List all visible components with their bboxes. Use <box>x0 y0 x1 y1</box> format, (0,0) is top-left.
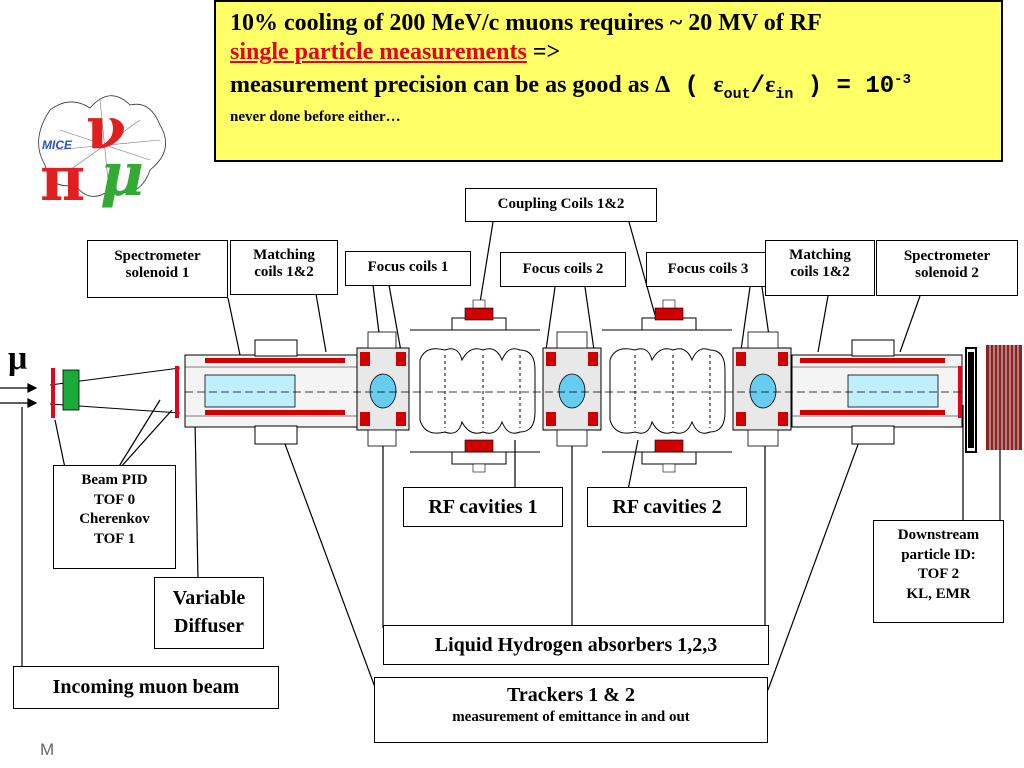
logo-pi-glyph: π <box>40 142 85 215</box>
single-particle-link-text: single particle measurements <box>230 39 527 65</box>
label-incoming-muon-beam: Incoming muon beam <box>13 666 279 709</box>
matching-1-line-1: Matching <box>253 247 315 263</box>
downstream-line-3: TOF 2 <box>917 566 960 582</box>
focus-1-text: Focus coils 1 <box>367 259 449 275</box>
label-focus-coils-1: Focus coils 1 <box>345 251 471 286</box>
epsilon-in-symbol: ε <box>765 72 776 98</box>
label-rf-cavities-1: RF cavities 1 <box>403 487 563 527</box>
coupling-coil-1 <box>451 299 507 473</box>
paren-close-equals: ) = 10 <box>793 73 895 100</box>
exponent: -3 <box>894 72 911 88</box>
footer-fragment: M <box>40 740 55 759</box>
subscript-in: in <box>775 85 794 103</box>
matching-2-line-1: Matching <box>789 247 851 263</box>
headline-line-1: 10% cooling of 200 MeV/c muons requires … <box>230 10 822 36</box>
label-trackers: Trackers 1 & 2 measurement of emittance … <box>374 677 768 743</box>
muon-symbol: μ <box>8 340 28 377</box>
spectrometer-2-line-1: Spectrometer <box>903 248 991 264</box>
spectrometer-solenoid-2 <box>791 339 963 445</box>
label-spectrometer-solenoid-1: Spectrometer solenoid 1 <box>87 240 228 298</box>
focus-coil-module-1 <box>356 331 410 447</box>
rf-cavities-2-text: RF cavities 2 <box>612 496 722 518</box>
label-focus-coils-3: Focus coils 3 <box>646 252 770 287</box>
matching-2-line-2: coils 1&2 <box>790 264 850 281</box>
coupling-coil-2 <box>641 299 697 473</box>
coupling-coils-text: Coupling Coils 1&2 <box>497 196 625 212</box>
tof0-red-bar <box>51 368 55 418</box>
label-liquid-hydrogen-absorbers: Liquid Hydrogen absorbers 1,2,3 <box>383 625 769 665</box>
beam-pid-line-4: TOF 1 <box>93 530 136 547</box>
headline-box: 10% cooling of 200 MeV/c muons requires … <box>214 0 1003 162</box>
label-rf-cavities-2: RF cavities 2 <box>587 487 747 527</box>
beam-pid-line-1: Beam PID <box>81 472 148 488</box>
label-matching-coils-2: Matching coils 1&2 <box>765 240 875 296</box>
trackers-title: Trackers 1 & 2 <box>507 684 635 706</box>
label-beam-pid: Beam PID TOF 0 Cherenkov TOF 1 <box>53 465 176 569</box>
rf-cavity-module-2 <box>602 329 732 453</box>
diffuser-line-1: Variable <box>172 587 246 609</box>
beam-pid-line-3: Cherenkov <box>79 511 150 527</box>
precision-text: measurement precision can be as good as <box>230 72 656 98</box>
focus-coil-module-2 <box>542 331 602 447</box>
tof1-red-bar <box>175 366 179 418</box>
spectrometer-2-line-2: solenoid 2 <box>915 265 979 282</box>
mice-logo: MICE π μ ν <box>38 94 167 215</box>
logo-mu-glyph: μ <box>100 140 144 210</box>
logo-mice-text: MICE <box>42 138 73 152</box>
rf-cavities-1-text: RF cavities 1 <box>428 496 538 518</box>
downstream-line-1: Downstream <box>897 527 980 543</box>
focus-coil-module-3 <box>732 331 792 447</box>
label-spectrometer-solenoid-2: Spectrometer solenoid 2 <box>876 240 1018 296</box>
incoming-beam-text: Incoming muon beam <box>52 676 240 698</box>
label-variable-diffuser: Variable Diffuser <box>154 577 264 649</box>
epsilon-out-symbol: ε <box>713 72 724 98</box>
rf-cavity-module-1 <box>410 329 540 453</box>
cherenkov-green-block <box>62 369 80 411</box>
subscript-out: out <box>723 85 751 103</box>
headline-arrow: => <box>532 39 561 65</box>
downstream-line-2: particle ID: <box>901 546 976 563</box>
focus-2-text: Focus coils 2 <box>522 261 604 277</box>
focus-3-text: Focus coils 3 <box>667 261 749 277</box>
headline-line-3: measurement precision can be as good as … <box>230 72 987 103</box>
spectrometer-1-line-1: Spectrometer <box>114 248 201 264</box>
diffuser-line-2: Diffuser <box>174 615 244 637</box>
spectrometer-solenoid-1 <box>184 339 361 445</box>
spectrometer-1-line-2: solenoid 1 <box>125 265 190 282</box>
headline-line-4: never done before either… <box>230 108 401 125</box>
lh2-absorbers-text: Liquid Hydrogen absorbers 1,2,3 <box>434 634 718 656</box>
matching-1-line-2: coils 1&2 <box>254 264 314 281</box>
label-downstream-pid: Downstream particle ID: TOF 2 KL, EMR <box>873 520 1004 623</box>
downstream-line-4: KL, EMR <box>906 585 971 602</box>
headline-line-2: single particle measurements => <box>230 39 987 66</box>
label-matching-coils-1: Matching coils 1&2 <box>230 240 338 295</box>
beam-pid-line-2: TOF 0 <box>93 491 136 508</box>
paren-open: ( <box>670 73 714 100</box>
label-focus-coils-2: Focus coils 2 <box>500 252 626 287</box>
downstream-detectors <box>965 345 1022 453</box>
trackers-subtitle: measurement of emittance in and out <box>452 709 690 725</box>
logo-nu-glyph: ν <box>86 94 126 162</box>
label-coupling-coils: Coupling Coils 1&2 <box>465 188 657 222</box>
delta-symbol: Δ <box>655 72 671 98</box>
slash: / <box>750 73 766 100</box>
